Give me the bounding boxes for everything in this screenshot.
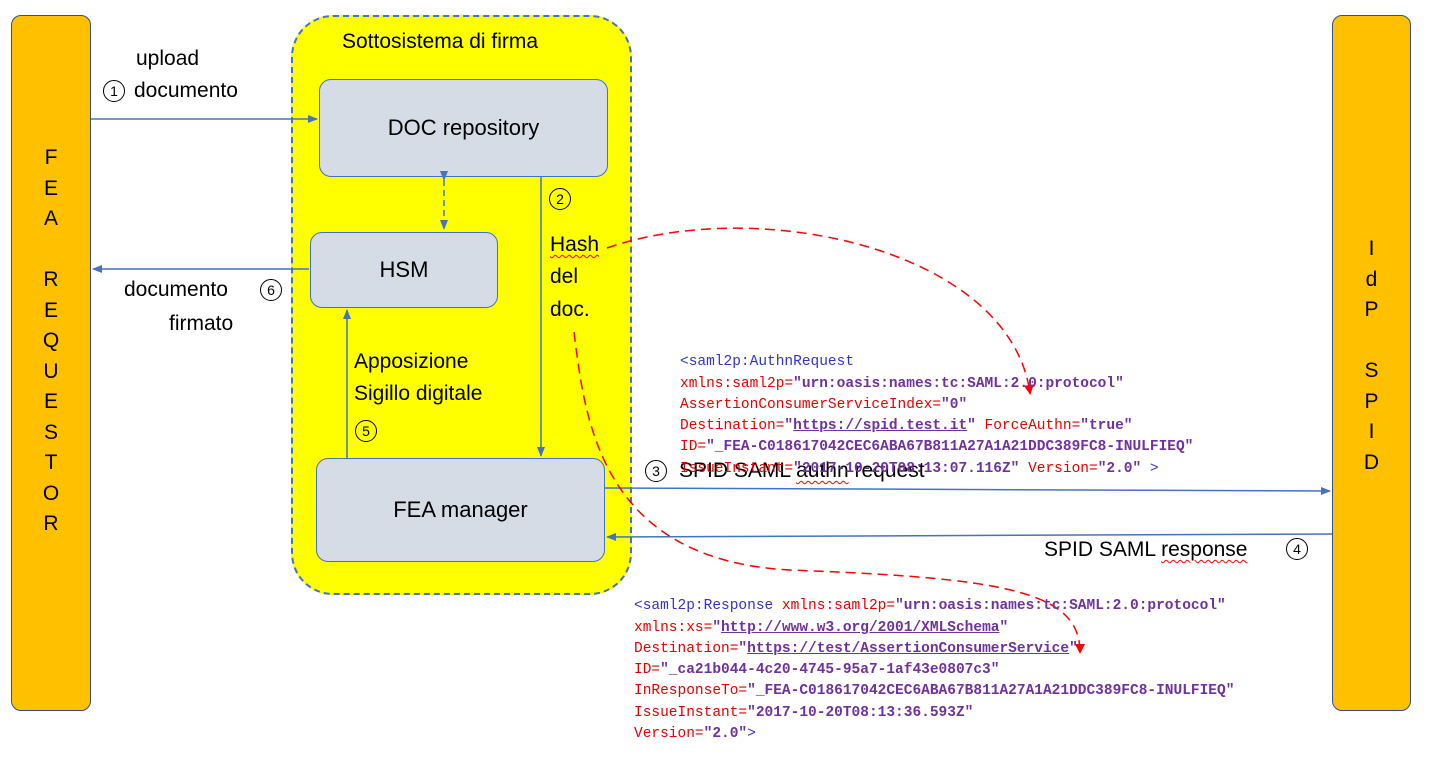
hsm-label: HSM [379,257,429,282]
authn-xml-line1: <saml2p:AuthnRequest [680,354,855,371]
xmlschema-link[interactable]: http://www.w3.org/2001/XMLSchema [721,619,1000,636]
authn-xml-line6: IssueInstant="2017-10-20T08:13:07.116Z" … [680,460,1159,477]
step4-number: 4 [1286,538,1308,560]
saml-response-arrow [606,532,1333,541]
step3-number: 3 [645,460,667,482]
assertion-consumer-link[interactable]: https://test/AssertionConsumerService [747,640,1070,657]
fea-manager-box: FEA manager [316,458,605,562]
authn-request-arrow [604,486,1331,495]
step2-label-line2: del [550,265,579,288]
step2-label-line3: doc. [550,298,590,321]
flow-arrows [91,115,1333,654]
authn-xml-line4: Destination="https://spid.test.it" Force… [680,418,1133,435]
step3-label: SPID SAML authn request [679,459,925,482]
subsystem-title: Sottosistema di firma [342,30,539,53]
hsm-box: HSM [310,232,498,308]
step6-label-line2: firmato [169,312,234,335]
response-xml-line5: InResponseTo="_FEA-C018617042CEC6ABA67B8… [634,683,1235,700]
fea-manager-label: FEA manager [393,497,528,522]
step5-label-line2: Sigillo digitale [354,382,483,405]
response-xml-line3: Destination="https://test/AssertionConsu… [634,640,1078,657]
response-xml-line1: <saml2p:Response xmlns:saml2p="urn:oasis… [634,598,1226,615]
step5-label-line1: Apposizione [354,350,469,373]
step1-label-line2: documento [134,79,238,102]
authn-request-xml: <saml2p:AuthnRequest xmlns:saml2p="urn:oa… [680,331,1193,501]
spid-destination-link[interactable]: https://spid.test.it [793,418,968,435]
fea-requestor-label: F E A R E Q U E S T O R [42,146,60,535]
response-xml-line6: IssueInstant="2017-10-20T08:13:36.593Z" [634,704,974,721]
saml-response-xml: <saml2p:Response xmlns:saml2p="urn:oasis… [634,575,1234,767]
authn-xml-line5: ID="_FEA-C018617042CEC6ABA67B811A27A1A21… [680,439,1194,456]
idp-spid-lane: I d P S P I D [1332,15,1411,711]
response-xml-line7: Version="2.0"> [634,726,756,743]
step1-label-line1: upload [136,47,200,70]
idp-spid-label: I d P S P I D [1363,237,1380,474]
hash-to-request-flow [606,227,1034,395]
response-xml-line2: xmlns:xs="http://www.w3.org/2001/XMLSche… [634,619,1009,636]
response-xml-line4: ID="_ca21b044-4c20-4745-95a7-1af43e0807c… [634,662,1000,679]
authn-xml-line3: AssertionConsumerServiceIndex="0" [680,396,968,413]
step2-number: 2 [549,188,571,210]
step4-label: SPID SAML response [1044,538,1248,561]
step6-number: 6 [260,279,282,301]
step2-label-line1: Hash [550,233,600,256]
fea-requestor-lane: F E A R E Q U E S T O R [11,15,91,711]
hash-to-response-flow [573,331,1085,654]
step5-number: 5 [355,420,377,442]
authn-xml-line2: xmlns:saml2p="urn:oasis:names:tc:SAML:2.… [680,375,1124,392]
doc-repository-box: DOC repository [319,79,608,177]
doc-repository-label: DOC repository [387,115,540,140]
step1-number: 1 [103,80,125,102]
step6-label-line1: documento [124,278,228,301]
